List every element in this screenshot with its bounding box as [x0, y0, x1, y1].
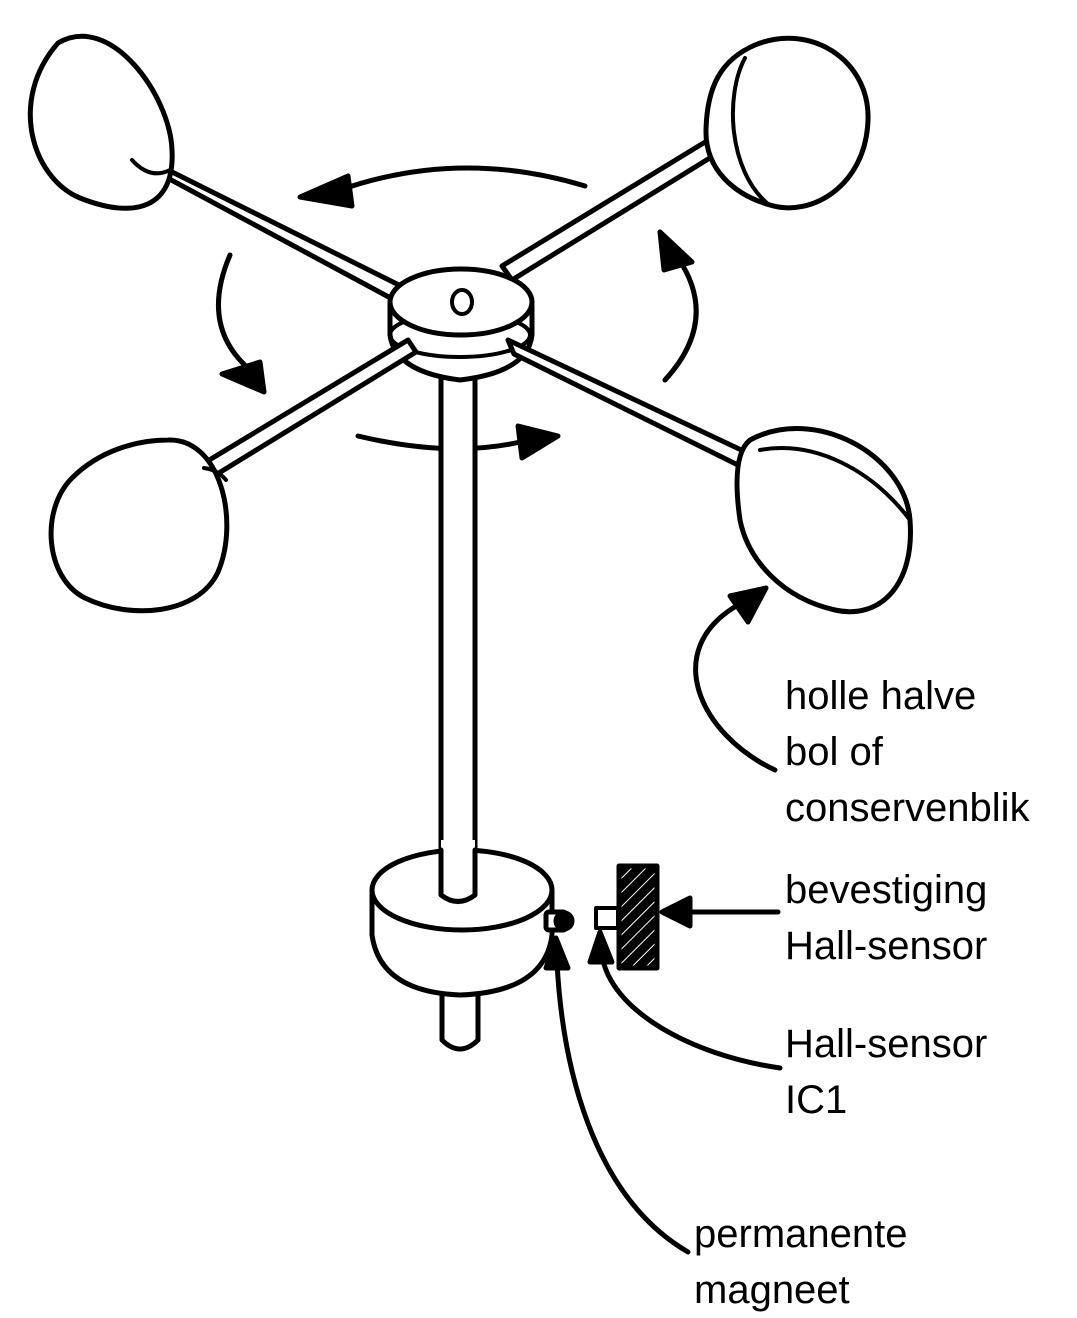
cup-front-left — [48, 437, 230, 614]
mount-pointer-arrow — [659, 895, 781, 929]
label-mount-line-2: Hall-sensor — [785, 924, 988, 968]
hall-sensor-ic — [594, 906, 620, 930]
rotation-arrow-top — [297, 165, 588, 209]
cup-pointer-arrow — [693, 585, 778, 773]
label-sensor-line-2: IC1 — [785, 1078, 848, 1122]
label-cup-line-1: holle halve — [785, 674, 977, 718]
label-sensor-line-1: Hall-sensor — [785, 1022, 988, 1066]
rotation-arrow-right — [657, 229, 699, 383]
label-cup-line-2: bol of — [785, 730, 883, 774]
sensor-pointer-arrow — [587, 929, 783, 1071]
rotation-arrow-left — [216, 252, 267, 395]
magnet-pointer-arrow — [543, 935, 691, 1255]
label-mount-line-1: bevestiging — [785, 868, 988, 912]
label-cup: holle halve bol of conservenblik — [785, 668, 1030, 836]
cup-back-left — [27, 33, 175, 211]
base-cylinder — [369, 840, 555, 1052]
arm-back-left — [137, 153, 408, 305]
label-magnet-line-2: magneet — [694, 1268, 850, 1312]
label-mount: bevestiging Hall-sensor — [785, 862, 987, 974]
label-magnet-line-1: permanente — [694, 1212, 908, 1256]
arm-back-right — [499, 133, 729, 283]
permanent-magnet — [543, 909, 575, 933]
mast — [438, 365, 478, 901]
rotor-hub — [387, 266, 535, 383]
hall-sensor-mount — [616, 863, 660, 971]
label-cup-line-3: conservenblik — [785, 786, 1030, 830]
label-sensor: Hall-sensor IC1 — [785, 1016, 987, 1128]
label-magnet: permanente magneet — [694, 1206, 907, 1318]
cup-front-right — [734, 426, 913, 615]
cup-back-right — [703, 35, 871, 211]
arm-front-right — [505, 337, 757, 473]
